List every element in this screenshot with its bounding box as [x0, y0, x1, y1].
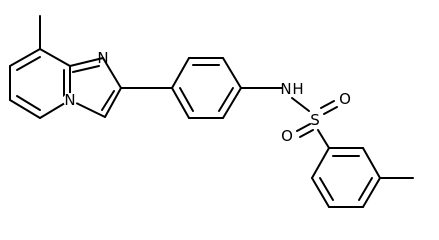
s-o-bottom-bond-2: [299, 129, 314, 138]
chemical-structure: N N N H S O O: [9, 15, 414, 208]
tolyl-ring: [311, 147, 381, 208]
atom-o-bottom: O: [281, 127, 293, 145]
s-o-top-bond-2: [323, 106, 338, 115]
atom-h-amide: H: [292, 80, 303, 98]
pyridine-ring: [9, 48, 71, 119]
atom-n-imine: N: [97, 49, 108, 67]
s-aryl-bond: [317, 129, 330, 149]
atom-n-bridge: N: [64, 91, 75, 109]
phenylene-ring: [171, 57, 242, 119]
n-s-bond: [291, 97, 310, 112]
atom-n-bridge-bg: [63, 93, 77, 107]
atom-o-top: O: [339, 90, 351, 108]
s-o-bottom-bond-1: [296, 123, 311, 132]
s-o-top-bond-1: [320, 100, 335, 109]
imidazole-ring: [69, 57, 122, 118]
atom-n-amide: N: [280, 80, 291, 98]
atom-s: S: [310, 111, 320, 129]
